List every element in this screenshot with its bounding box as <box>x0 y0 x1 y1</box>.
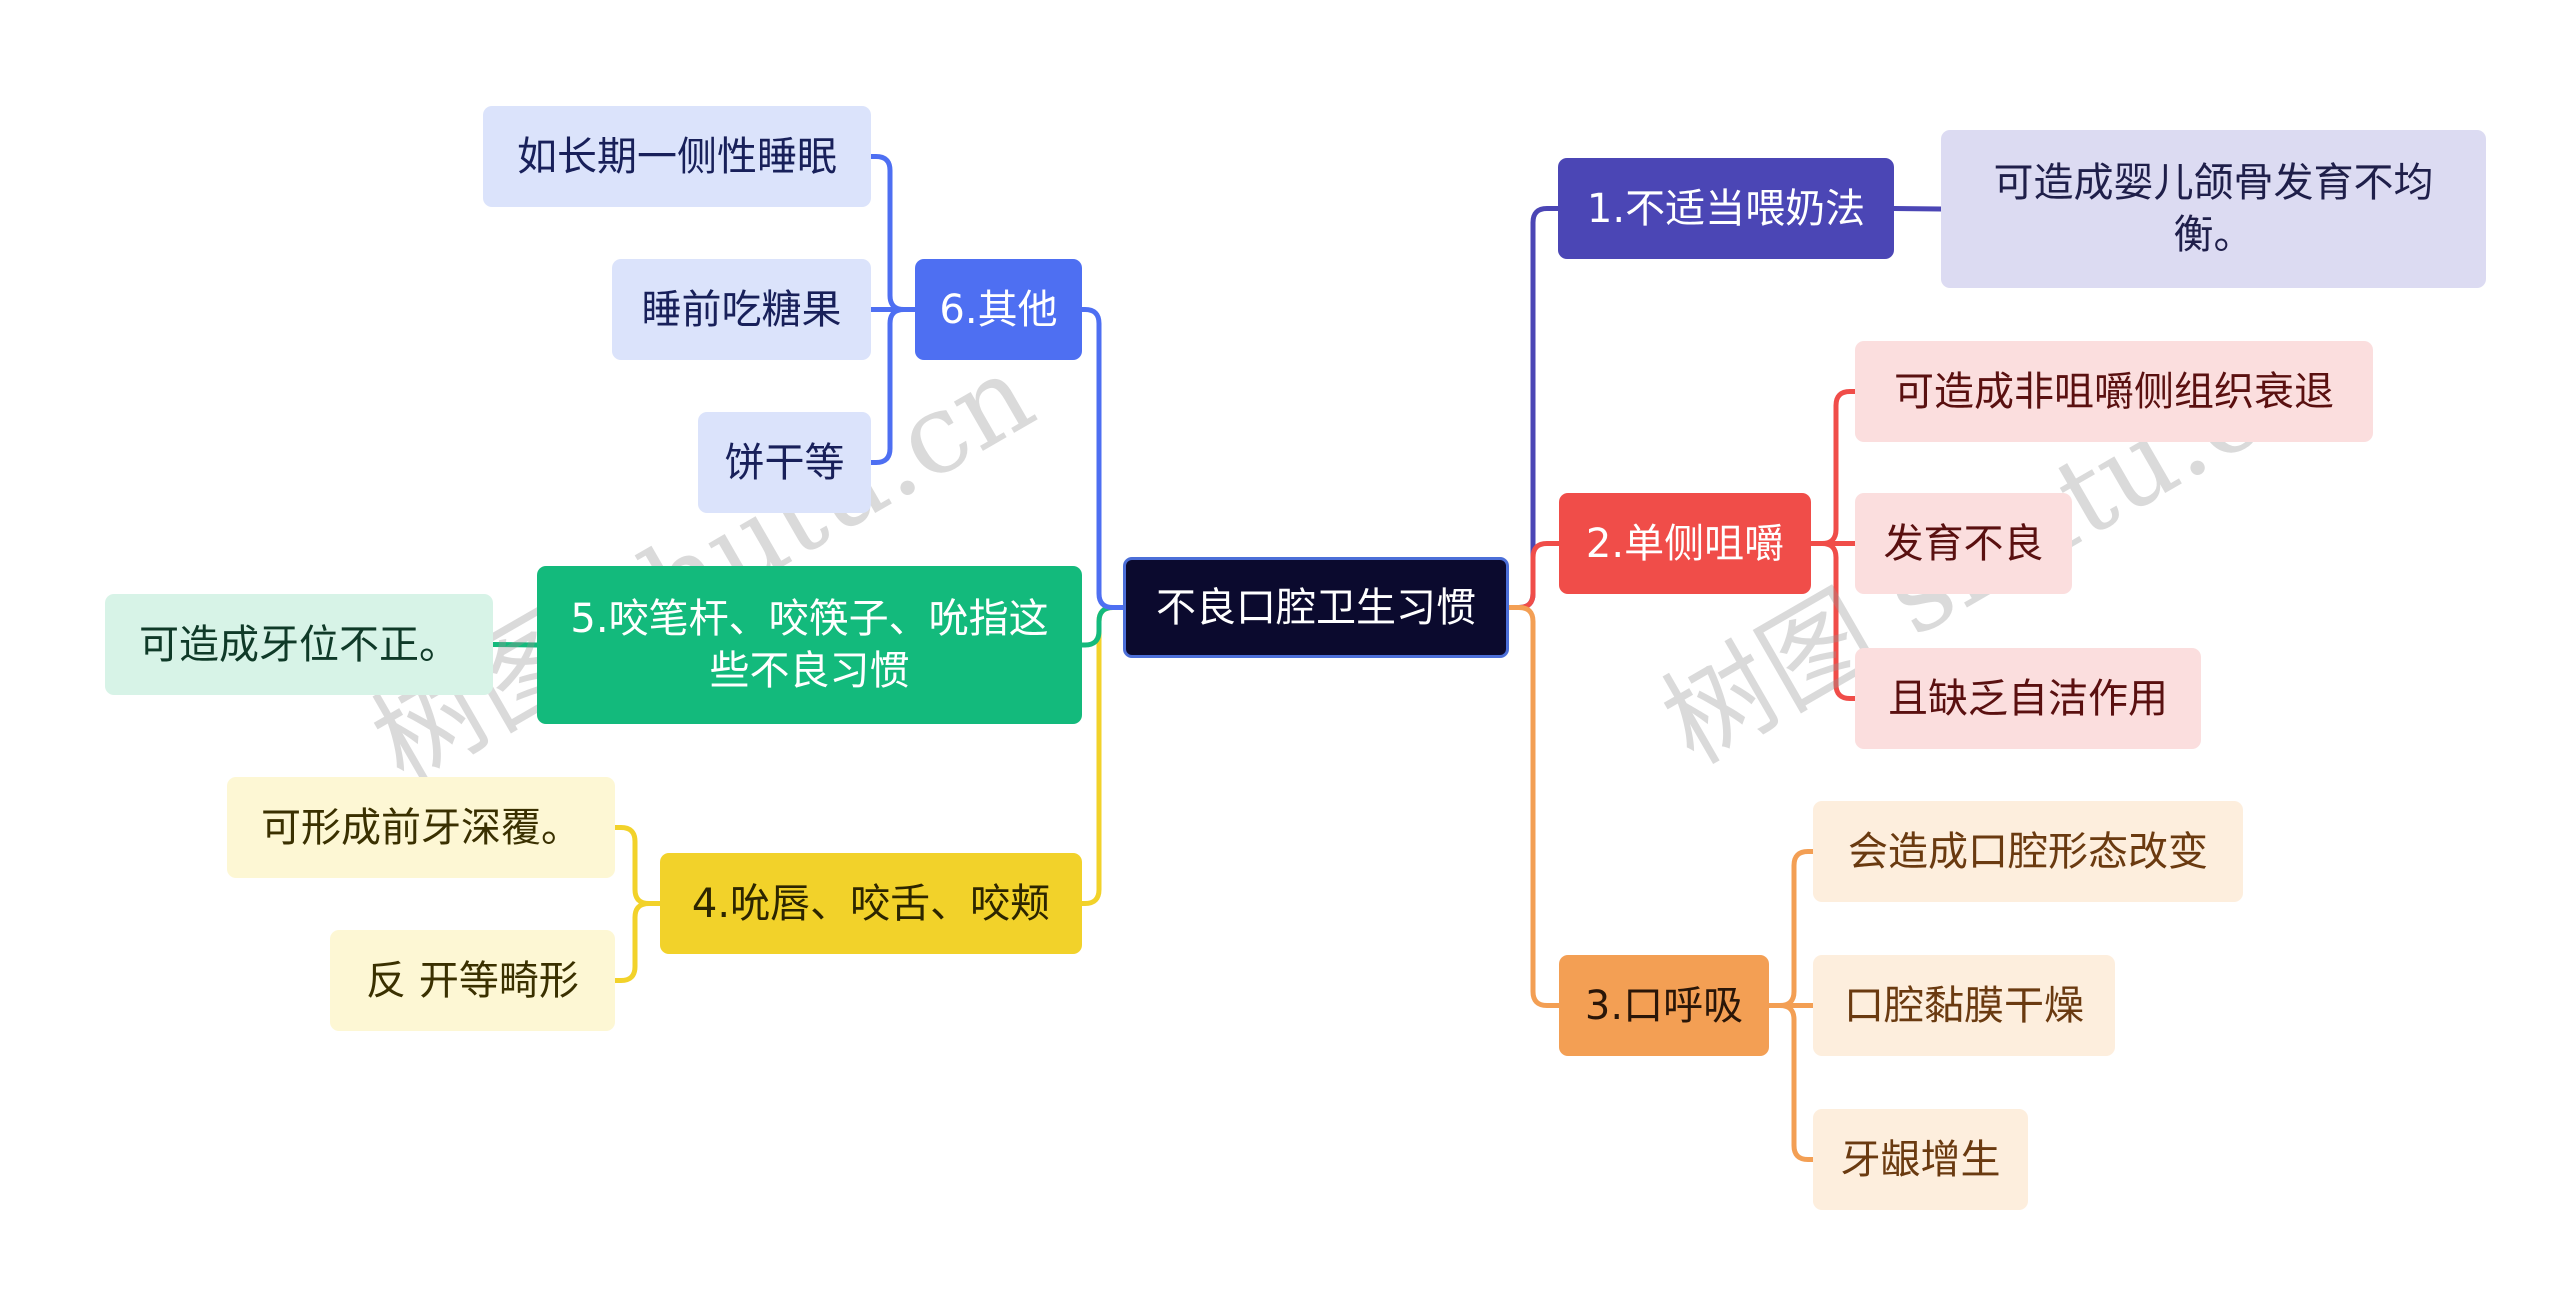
connector-branch-1-leaf-1 <box>1891 206 1944 212</box>
connector-branch-6-leaf-1 <box>868 154 918 312</box>
branch-2-node[interactable]: 2.单侧咀嚼 <box>1559 493 1811 594</box>
connector-branch-5-leaf-1 <box>490 642 540 648</box>
connector-root-branch-3 <box>1506 605 1562 1008</box>
branch-3-leaf-2[interactable]: 口腔黏膜干燥 <box>1813 955 2115 1056</box>
connector-branch-4-leaf-2 <box>612 901 663 983</box>
branch-5-node[interactable]: 5.咬笔杆、咬筷子、吮指这些不良习惯 <box>537 566 1082 724</box>
branch-6-leaf-3[interactable]: 饼干等 <box>698 412 871 513</box>
connector-root-branch-4 <box>1079 605 1126 906</box>
connector-branch-6-leaf-3 <box>868 307 918 465</box>
branch-5-leaf-1[interactable]: 可造成牙位不正。 <box>105 594 493 695</box>
connector-branch-2-leaf-3 <box>1808 541 1858 701</box>
branch-1-node[interactable]: 1.不适当喂奶法 <box>1558 158 1894 259</box>
connector-branch-3-leaf-1 <box>1766 849 1816 1008</box>
branch-2-leaf-1[interactable]: 可造成非咀嚼侧组织衰退 <box>1855 341 2373 442</box>
root-node[interactable]: 不良口腔卫生习惯 <box>1123 557 1509 658</box>
branch-3-node[interactable]: 3.口呼吸 <box>1559 955 1769 1056</box>
branch-4-node[interactable]: 4.吮唇、咬舌、咬颊 <box>660 853 1082 954</box>
connector-branch-4-leaf-1 <box>612 825 663 906</box>
connector-root-branch-6 <box>1079 307 1126 610</box>
branch-3-leaf-3[interactable]: 牙龈增生 <box>1813 1109 2028 1210</box>
connector-root-branch-5 <box>1079 605 1126 648</box>
branch-2-leaf-2[interactable]: 发育不良 <box>1855 493 2072 594</box>
branch-4-leaf-1[interactable]: 可形成前牙深覆。 <box>227 777 615 878</box>
branch-1-leaf-1[interactable]: 可造成婴儿颌骨发育不均衡。 <box>1941 130 2486 288</box>
branch-6-node[interactable]: 6.其他 <box>915 259 1082 360</box>
branch-4-leaf-2[interactable]: 反 开等畸形 <box>330 930 615 1031</box>
branch-2-leaf-3[interactable]: 且缺乏自洁作用 <box>1855 648 2201 749</box>
branch-6-leaf-2[interactable]: 睡前吃糖果 <box>612 259 871 360</box>
connector-branch-3-leaf-3 <box>1766 1003 1816 1162</box>
connector-branch-2-leaf-1 <box>1808 389 1858 546</box>
connector-root-branch-2 <box>1506 541 1562 610</box>
branch-3-leaf-1[interactable]: 会造成口腔形态改变 <box>1813 801 2243 902</box>
branch-6-leaf-1[interactable]: 如长期一侧性睡眠 <box>483 106 871 207</box>
